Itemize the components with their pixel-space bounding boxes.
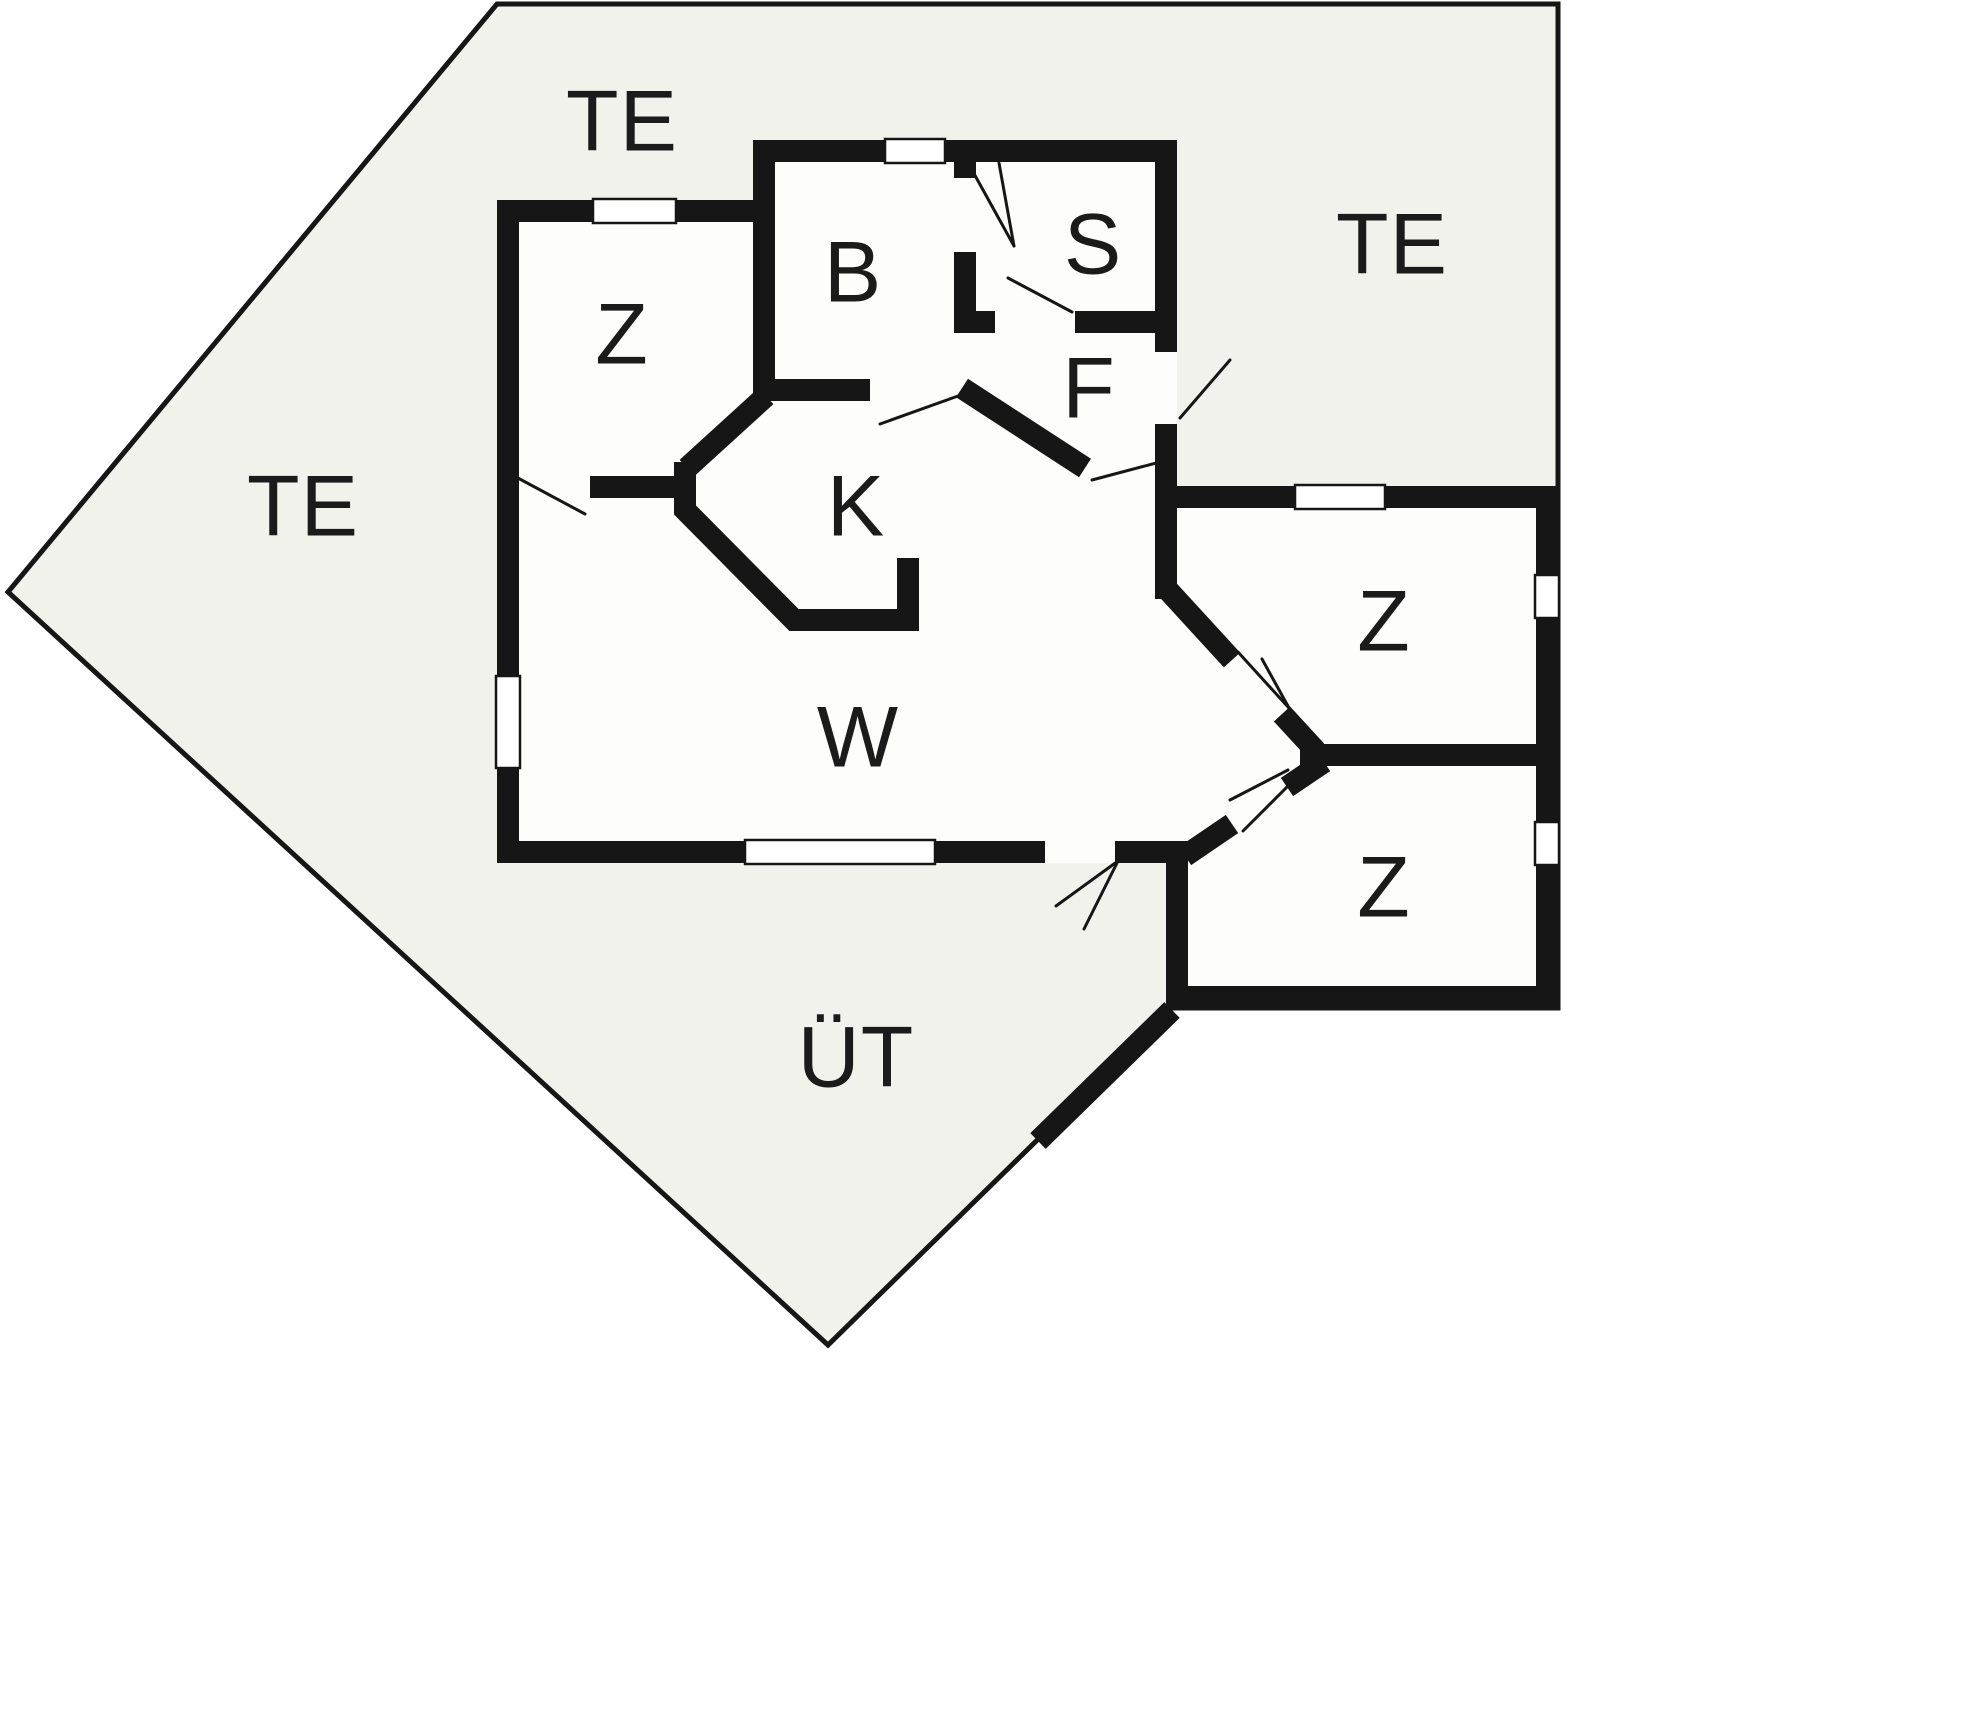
main-block-floor [497,140,1177,863]
door-swing-s-f [1006,276,1074,314]
room-label-z-top-left: Z [595,286,649,383]
room-label-terrace-left: TE [247,458,359,555]
door-swing-w-ut-1 [1054,859,1120,908]
door-swing-b-kitchen [878,394,960,426]
room-label-s: S [1063,196,1123,293]
window-wing-right-2 [1533,820,1561,867]
window-w-bottom [743,838,937,866]
room-label-terrace-right: TE [1336,196,1448,293]
door-swing-z-hall [514,475,587,516]
room-label-k: K [826,458,886,555]
door-swing-z-lower-1 [1241,777,1297,833]
window-b-top [883,137,947,165]
room-label-w: W [816,689,900,786]
door-swing-w-ut-2 [1082,859,1120,931]
door-swing-z-upper-1 [1236,650,1291,710]
door-swings [514,161,1297,931]
door-swing-s-1 [970,168,1016,248]
window-left-wall [494,674,522,770]
windows [494,137,1561,867]
room-label-z-right-lower: Z [1357,839,1411,936]
window-wing-top [1293,483,1387,511]
hall-notch-floor [1166,588,1324,860]
walls [497,140,1558,1149]
window-wing-right-1 [1533,573,1561,620]
door-swing-f-terrace [1178,358,1232,420]
door-swing-z-lower-2 [1228,768,1290,802]
room-label-z-right-upper: Z [1357,573,1411,670]
room-label-covered-terrace: ÜT [797,1009,915,1106]
room-label-terrace-top: TE [566,73,678,170]
door-swing-z-upper-2 [1260,657,1291,710]
window-z-top [591,197,678,225]
door-swing-f-w [1090,460,1162,482]
room-label-b: B [823,224,883,321]
room-label-f: F [1062,340,1116,437]
door-swing-s-2 [997,161,1016,248]
